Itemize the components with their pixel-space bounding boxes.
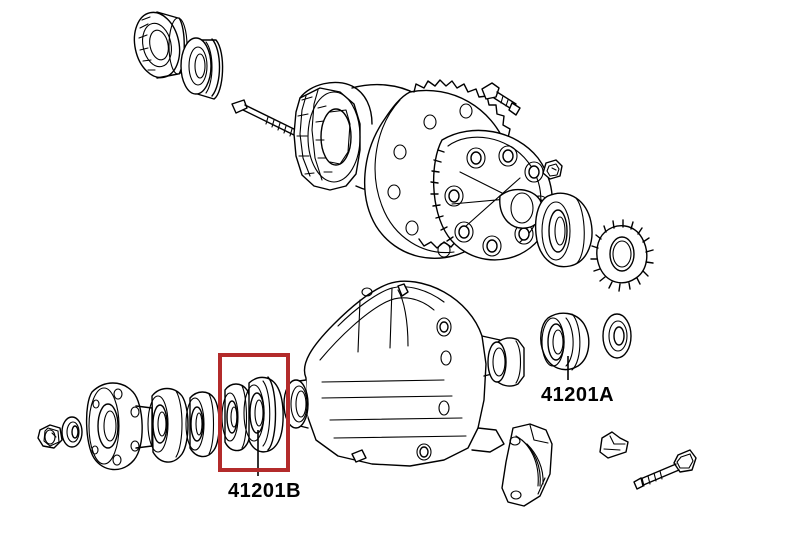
pinion-oil-seal-bearing-box	[218, 353, 290, 472]
differential-carrier-housing	[283, 280, 507, 467]
long-through-bolt	[231, 99, 304, 141]
side-bearing-right	[534, 192, 593, 268]
bearing-cone-upper-left	[180, 37, 224, 100]
pinion-bearing-spacer	[487, 337, 525, 387]
pinion-oil-slinger-washer	[602, 313, 632, 359]
rear-pinion-bearing	[243, 376, 284, 453]
ring-gear-bolt	[481, 82, 521, 116]
callout-label-41201b: 41201B	[228, 480, 302, 502]
pinion-shim-ring	[185, 391, 220, 458]
adjusting-nut-small	[542, 159, 563, 180]
front-pinion-bearing	[540, 312, 590, 371]
differential-case-assembly	[293, 79, 553, 261]
pinion-washer	[61, 416, 83, 448]
bearing-lock-plate	[599, 431, 629, 459]
companion-flange	[85, 382, 153, 471]
callout-label-41201a: 41201A	[541, 384, 615, 406]
bearing-cap-bolt	[633, 449, 697, 490]
pinion-nut	[37, 424, 63, 449]
serrated-adjusting-ring	[590, 219, 654, 292]
tapered-roller-bearing-upper-left	[133, 11, 188, 79]
side-bearing-cap	[501, 423, 553, 507]
pinion-spacer-collar	[147, 387, 189, 463]
